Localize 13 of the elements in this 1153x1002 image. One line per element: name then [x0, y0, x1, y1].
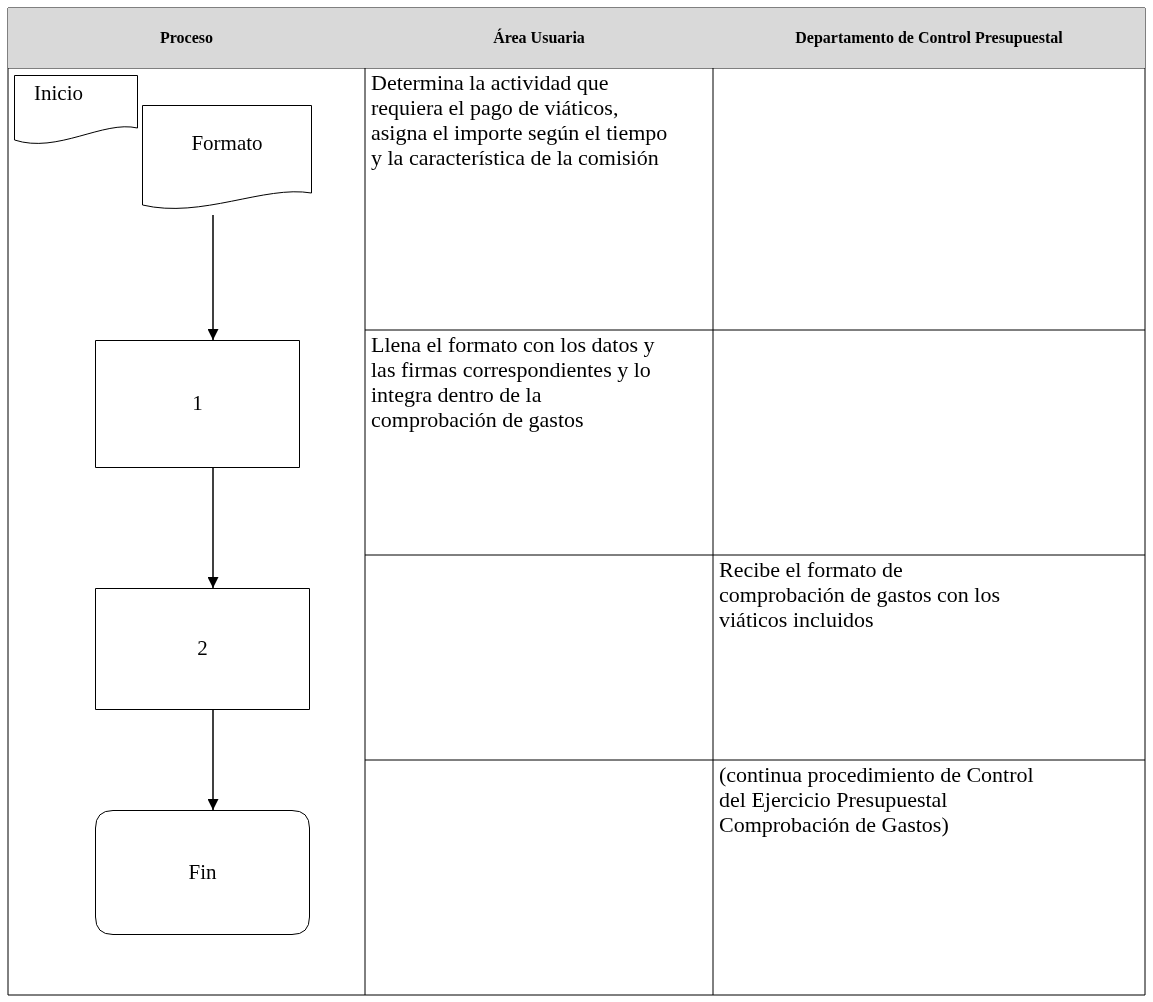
- column-header: Proceso: [8, 8, 365, 68]
- arrow: [207, 709, 219, 811]
- arrow: [207, 214, 219, 341]
- terminal-box: Fin: [95, 810, 310, 935]
- column-header: Departamento de Control Presupuestal: [713, 8, 1145, 68]
- process-box: 1: [95, 340, 300, 468]
- process-box: 2: [95, 588, 310, 710]
- step-description: (continua procedimiento de Control del Ejercicio Presupuestal Comprobación de Gastos): [719, 762, 1035, 837]
- column-header: Área Usuaria: [365, 8, 713, 68]
- step-description: Llena el formato con los datos y las firmas correspondientes y lo integra dentro de la comprobación de gastos: [371, 332, 656, 432]
- step-description: Determina la actividad que requiera el pago de viáticos, asigna el importe según el tiempo y la característica de la comisión: [371, 70, 669, 170]
- step-description: Recibe el formato de comprobación de gastos con los viáticos incluidos: [719, 557, 1002, 632]
- arrow: [207, 467, 219, 589]
